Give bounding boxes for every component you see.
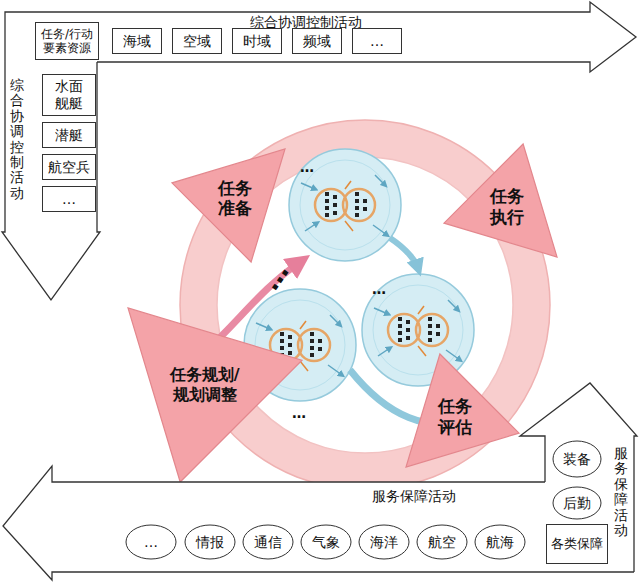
service-ellipse: 装备 (552, 440, 602, 478)
resource-box: 任务/行动要素资源 (35, 22, 99, 60)
phase-triangle: 任务准备 (172, 149, 285, 262)
band-border (3, 466, 634, 580)
service-ellipse: 气象 (300, 524, 352, 560)
phase-triangle: 任务评估 (406, 354, 519, 467)
resource-box: … (352, 28, 402, 54)
band-title: 服务保障活动 (614, 446, 628, 538)
ellipsis-mark: … (300, 160, 314, 175)
box-label: … (370, 33, 384, 50)
ellipse-shape (301, 525, 351, 559)
service-ellipse: … (125, 524, 177, 560)
ellipse-label: 通信 (254, 534, 282, 551)
band-border (5, 2, 636, 72)
triangle-shape (128, 308, 302, 482)
service-ellipse: 航海 (474, 524, 526, 560)
box-label: 空域 (183, 33, 211, 50)
ellipsis-mark: … (256, 257, 294, 295)
resource-box: 频域 (292, 28, 342, 54)
service-ellipse: 航空 (416, 524, 468, 560)
box-label: 时域 (243, 33, 271, 50)
box-label: 潜艇 (55, 127, 83, 144)
phase-label: 任务规划/规划调整 (164, 365, 246, 403)
band-title: 服务保障活动 (372, 488, 456, 505)
ellipse-label: 气象 (312, 534, 340, 551)
box-label: 频域 (303, 33, 331, 50)
resource-box: 时域 (232, 28, 282, 54)
resource-box: 潜艇 (42, 122, 96, 148)
resource-box: … (42, 186, 96, 212)
ellipse-shape (126, 525, 176, 559)
ellipse-shape (553, 441, 601, 477)
activity-band-arrow: 综合协调控制活动 水面舰艇潜艇航空兵 … (0, 62, 102, 302)
activity-band-arrow: 服务保障活动各类保障 … 情报 通信 气象 海洋 航空 航海 (0, 464, 636, 583)
ellipse-shape (359, 525, 409, 559)
box-label: 航空兵 (48, 159, 90, 176)
ellipse-shape (243, 525, 293, 559)
ellipse-label: 海洋 (370, 534, 398, 551)
phase-label: 任务执行 (489, 186, 525, 227)
ellipse-shape (475, 525, 525, 559)
ellipse-shape (185, 525, 235, 559)
ellipse-label: 航海 (486, 534, 514, 551)
triangle-shape (406, 354, 519, 467)
service-ellipse: 海洋 (358, 524, 410, 560)
band-title: 综合协调控制活动 (10, 78, 24, 201)
band-shape (3, 466, 634, 580)
ellipsis-mark: … (372, 282, 386, 297)
band-shape (2, 62, 100, 300)
resource-box: 水面舰艇 (42, 74, 96, 116)
box-label: 海域 (123, 33, 151, 50)
ellipse-label: 情报 (196, 534, 224, 551)
activity-cell (289, 149, 401, 261)
band-outline (0, 464, 636, 583)
triangle-shape (172, 149, 285, 262)
band-fill (3, 466, 545, 580)
ellipse-label: 装备 (563, 451, 591, 468)
box-label: … (62, 191, 76, 208)
resource-box: 各类保障 (546, 524, 608, 564)
activity-cell (362, 274, 474, 386)
ellipse-label: 航空 (428, 534, 456, 551)
resource-box: 海域 (112, 28, 162, 54)
band-fill (5, 2, 636, 72)
triangle-shape (444, 144, 557, 257)
service-ellipse: 后勤 (552, 486, 602, 520)
execution-flow-arrow (390, 238, 418, 268)
phase-triangle: 任务执行 (444, 144, 557, 257)
box-label: 任务/行动要素资源 (40, 27, 94, 56)
ellipse-shape (417, 525, 467, 559)
ellipse-label: 后勤 (563, 495, 591, 512)
resource-box: 空域 (172, 28, 222, 54)
phase-label: 任务评估 (437, 396, 473, 437)
box-label: 水面舰艇 (54, 78, 84, 112)
band-fill (2, 62, 100, 300)
box-label: 各类保障 (551, 536, 603, 552)
phase-triangle: 任务规划/规划调整 (128, 308, 302, 482)
ellipsis-mark: … (292, 406, 306, 421)
service-ellipse: 情报 (184, 524, 236, 560)
resource-box: 航空兵 (42, 154, 96, 180)
band-border (2, 62, 100, 300)
ellipse-shape (553, 487, 601, 519)
ellipse-label: … (144, 534, 158, 551)
phase-label: 任务准备 (217, 178, 253, 219)
service-ellipse: 通信 (242, 524, 294, 560)
band-shape (5, 2, 636, 72)
